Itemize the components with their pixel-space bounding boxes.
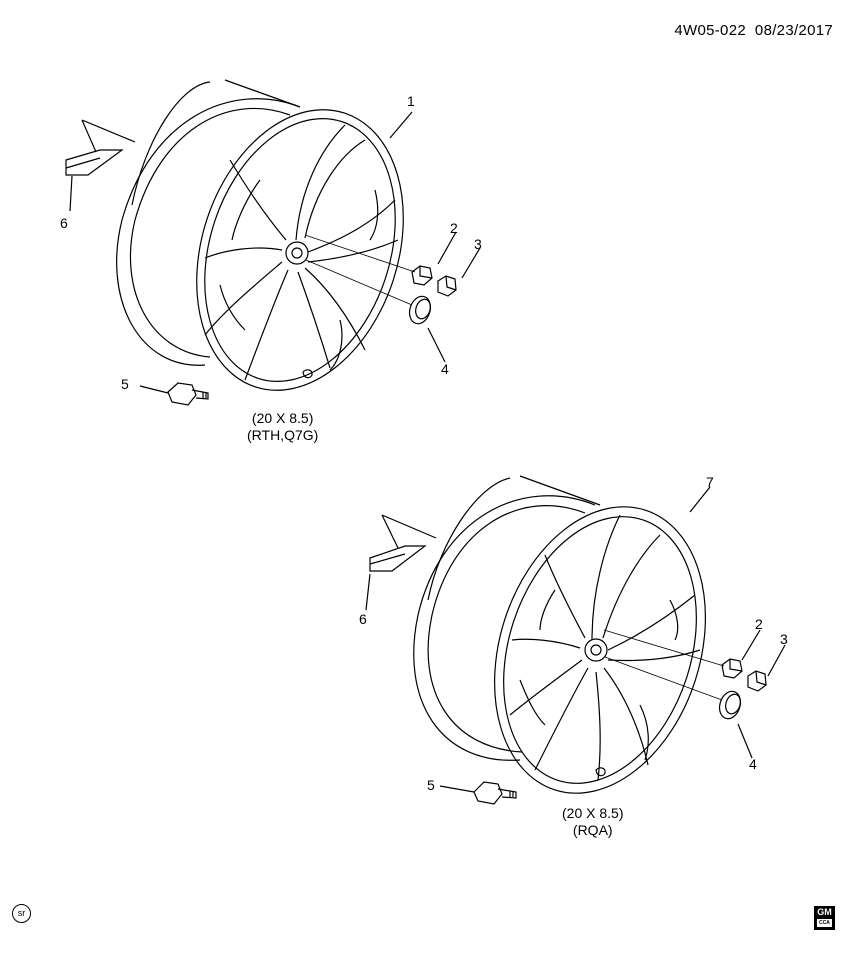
lower-lug-nut xyxy=(721,658,743,679)
lower-wheel-barrel-inner xyxy=(427,505,586,753)
lower-weight-pointer xyxy=(381,514,437,549)
lower-valve-hole xyxy=(595,767,606,777)
upper-wheel-face xyxy=(196,109,404,391)
gm-logo-sub: CCA xyxy=(817,919,832,927)
spec-upper: (20 X 8.5) (RTH,Q7G) xyxy=(247,410,318,444)
callout-lower-2: 2 xyxy=(755,616,763,632)
doc-date: 08/23/2017 xyxy=(754,22,833,39)
lower-wheel-hub xyxy=(584,638,608,662)
upper-explode-lines xyxy=(304,234,416,306)
upper-wheel-hub-bore xyxy=(291,247,303,259)
upper-wheel-assembly xyxy=(65,79,481,406)
doc-code: 4W05-022 xyxy=(674,22,746,39)
upper-leaders xyxy=(69,111,481,394)
spec-lower-size: (20 X 8.5) xyxy=(562,805,624,821)
lower-lug-nut-cap xyxy=(747,670,767,692)
diagram-header: 4W05-022 08/23/2017 xyxy=(674,22,833,39)
lower-wheel-spokes xyxy=(509,514,701,781)
lower-explode-lines xyxy=(603,629,725,701)
callout-lower-3: 3 xyxy=(780,631,788,647)
upper-tpms-sensor xyxy=(167,382,209,406)
lower-wheel-barrel xyxy=(413,495,596,761)
upper-wheel-barrel-rim xyxy=(131,79,301,206)
lower-leaders xyxy=(365,486,786,793)
callout-upper-4: 4 xyxy=(441,361,449,377)
upper-lug-nut-cap xyxy=(437,275,457,297)
gm-logo: GM CCA xyxy=(814,906,835,930)
spec-lower-codes: (RQA) xyxy=(572,822,613,838)
upper-wheel-face-lip xyxy=(204,118,396,382)
callout-upper-3: 3 xyxy=(474,236,482,252)
lower-balance-weight xyxy=(369,545,427,572)
gm-logo-text: GM xyxy=(817,907,832,917)
spec-upper-size: (20 X 8.5) xyxy=(251,410,314,426)
callout-lower-6: 6 xyxy=(359,611,367,627)
upper-wheel-spokes xyxy=(204,124,399,381)
upper-wheel-barrel-inner xyxy=(129,107,291,358)
upper-valve-hole xyxy=(302,369,313,379)
lower-wheel-face-lip xyxy=(503,516,697,784)
upper-weight-pointer xyxy=(81,119,136,153)
upper-wheel-barrel xyxy=(116,98,301,366)
callout-upper-1: 1 xyxy=(407,93,415,109)
callout-upper-5: 5 xyxy=(121,376,129,392)
callout-lower-7: 7 xyxy=(706,474,714,490)
upper-wheel-hub xyxy=(285,241,309,265)
callout-upper-2: 2 xyxy=(450,220,458,236)
callout-lower-4: 4 xyxy=(749,756,757,772)
lower-wheel-barrel-rim xyxy=(427,475,601,601)
lower-wheel-face xyxy=(494,506,706,794)
lower-wheel-assembly xyxy=(365,475,786,805)
spec-upper-codes: (RTH,Q7G) xyxy=(247,427,319,443)
spec-lower: (20 X 8.5) (RQA) xyxy=(562,805,623,839)
upper-balance-weight xyxy=(65,149,124,176)
sr-mark: sr xyxy=(12,904,31,923)
lower-tpms-sensor xyxy=(473,781,517,805)
upper-lug-nut xyxy=(411,265,433,286)
lower-wheel-hub-bore xyxy=(590,644,602,656)
callout-upper-6: 6 xyxy=(60,215,68,231)
callout-lower-5: 5 xyxy=(427,777,435,793)
